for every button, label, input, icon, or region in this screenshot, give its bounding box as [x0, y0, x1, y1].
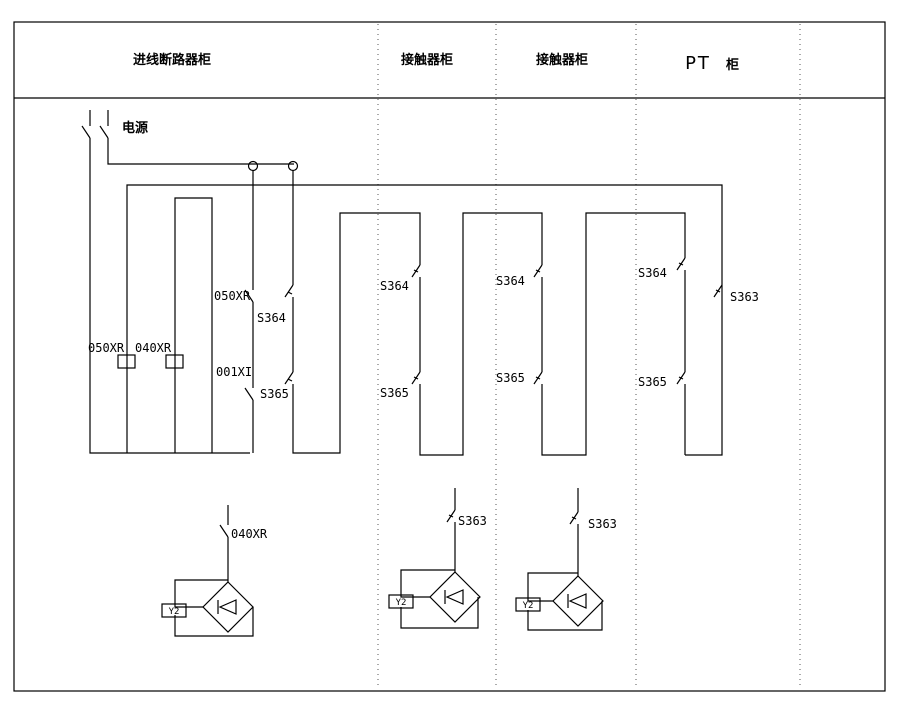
- label-040XR-b1: 040XR: [231, 527, 268, 541]
- label-050XR: 050XR: [88, 341, 125, 355]
- power-source-label: 电源: [122, 120, 148, 136]
- contact-mark: [448, 514, 454, 518]
- b2-bottom-wire: [400, 597, 479, 629]
- b1-contact: [219, 524, 229, 538]
- contact-mark: [413, 269, 419, 273]
- contact-mark: [678, 376, 684, 380]
- label-001XI: 001XI: [216, 365, 252, 379]
- coil-Y2-1: [161, 603, 187, 618]
- left-return-wire: [89, 138, 250, 454]
- rectifier-bridge-1: [202, 581, 254, 633]
- relay-coil-040XR: [165, 354, 184, 369]
- label-S365-c4: S365: [496, 371, 525, 385]
- power-switch-right-blade: [99, 125, 109, 139]
- rectifier-bridge-3: [552, 575, 604, 627]
- header-pt-cabinet: PT: [685, 53, 711, 74]
- contact-mark: [413, 376, 419, 380]
- b1-left-wire: [174, 579, 228, 608]
- label-S364: S364: [257, 311, 286, 325]
- rectifier-bridge-2: [429, 571, 481, 623]
- terminal-circle: [287, 160, 299, 172]
- wire-c4-to-c5: [541, 212, 686, 456]
- contact-mark: [678, 262, 684, 266]
- contact-mark: [715, 289, 721, 293]
- label-Y2-3: Y2: [523, 601, 534, 611]
- coil-Y2-3: [515, 597, 541, 612]
- label-S364-c4: S364: [496, 274, 525, 288]
- b2-left-wire: [400, 569, 455, 598]
- contact-mark: [535, 376, 541, 380]
- power-switch-left-blade: [81, 125, 91, 139]
- label-040XR: 040XR: [135, 341, 172, 355]
- label-050XR-contact: 050XR: [214, 289, 251, 303]
- label-S365-c3: S365: [380, 386, 409, 400]
- contact-050XR: [244, 289, 254, 303]
- header-contactor-cabinet-1: 接触器柜: [401, 52, 453, 68]
- wire-S365-to-col3: [292, 212, 421, 454]
- outer-frame: [13, 21, 886, 692]
- header-incoming-breaker-cabinet: 进线断路器柜: [133, 52, 211, 68]
- contact-S365: [284, 371, 294, 385]
- label-S363-c5: S363: [730, 290, 759, 304]
- outer-bus-wire: [126, 184, 723, 456]
- inner-loop-wire: [174, 197, 213, 453]
- wire-c3-to-c4: [419, 212, 543, 456]
- label-S364-c5: S364: [638, 266, 667, 280]
- contact-mark: [571, 516, 577, 520]
- contact-S364: [284, 284, 294, 298]
- contact-S364-mark: [287, 291, 293, 295]
- label-S363-b3: S363: [588, 517, 617, 531]
- rectifier-triangle-2: [445, 589, 464, 605]
- label-Y2-2: Y2: [396, 598, 407, 608]
- relay-coil-050XR: [117, 354, 136, 369]
- rectifier-triangle-3: [568, 593, 587, 609]
- header-contactor-cabinet-2: 接触器柜: [536, 52, 588, 68]
- b3-left-wire: [527, 572, 578, 602]
- label-S365: S365: [260, 387, 289, 401]
- contact-001XI: [244, 387, 254, 401]
- header-pt-cabinet-suffix: 柜: [725, 57, 739, 73]
- coil-Y2-2: [388, 594, 414, 609]
- power-feed-wire: [107, 138, 294, 165]
- label-S363-b2: S363: [458, 514, 487, 528]
- label-S365-c5: S365: [638, 375, 667, 389]
- contact-S365-mark: [287, 378, 293, 382]
- label-Y2-1: Y2: [169, 607, 180, 617]
- b3-bottom-wire: [527, 601, 603, 631]
- label-S364-c3: S364: [380, 279, 409, 293]
- contact-mark: [535, 269, 541, 273]
- b1-bottom-wire: [174, 607, 254, 637]
- rectifier-triangle-1: [218, 599, 237, 615]
- terminal-circle: [247, 160, 259, 172]
